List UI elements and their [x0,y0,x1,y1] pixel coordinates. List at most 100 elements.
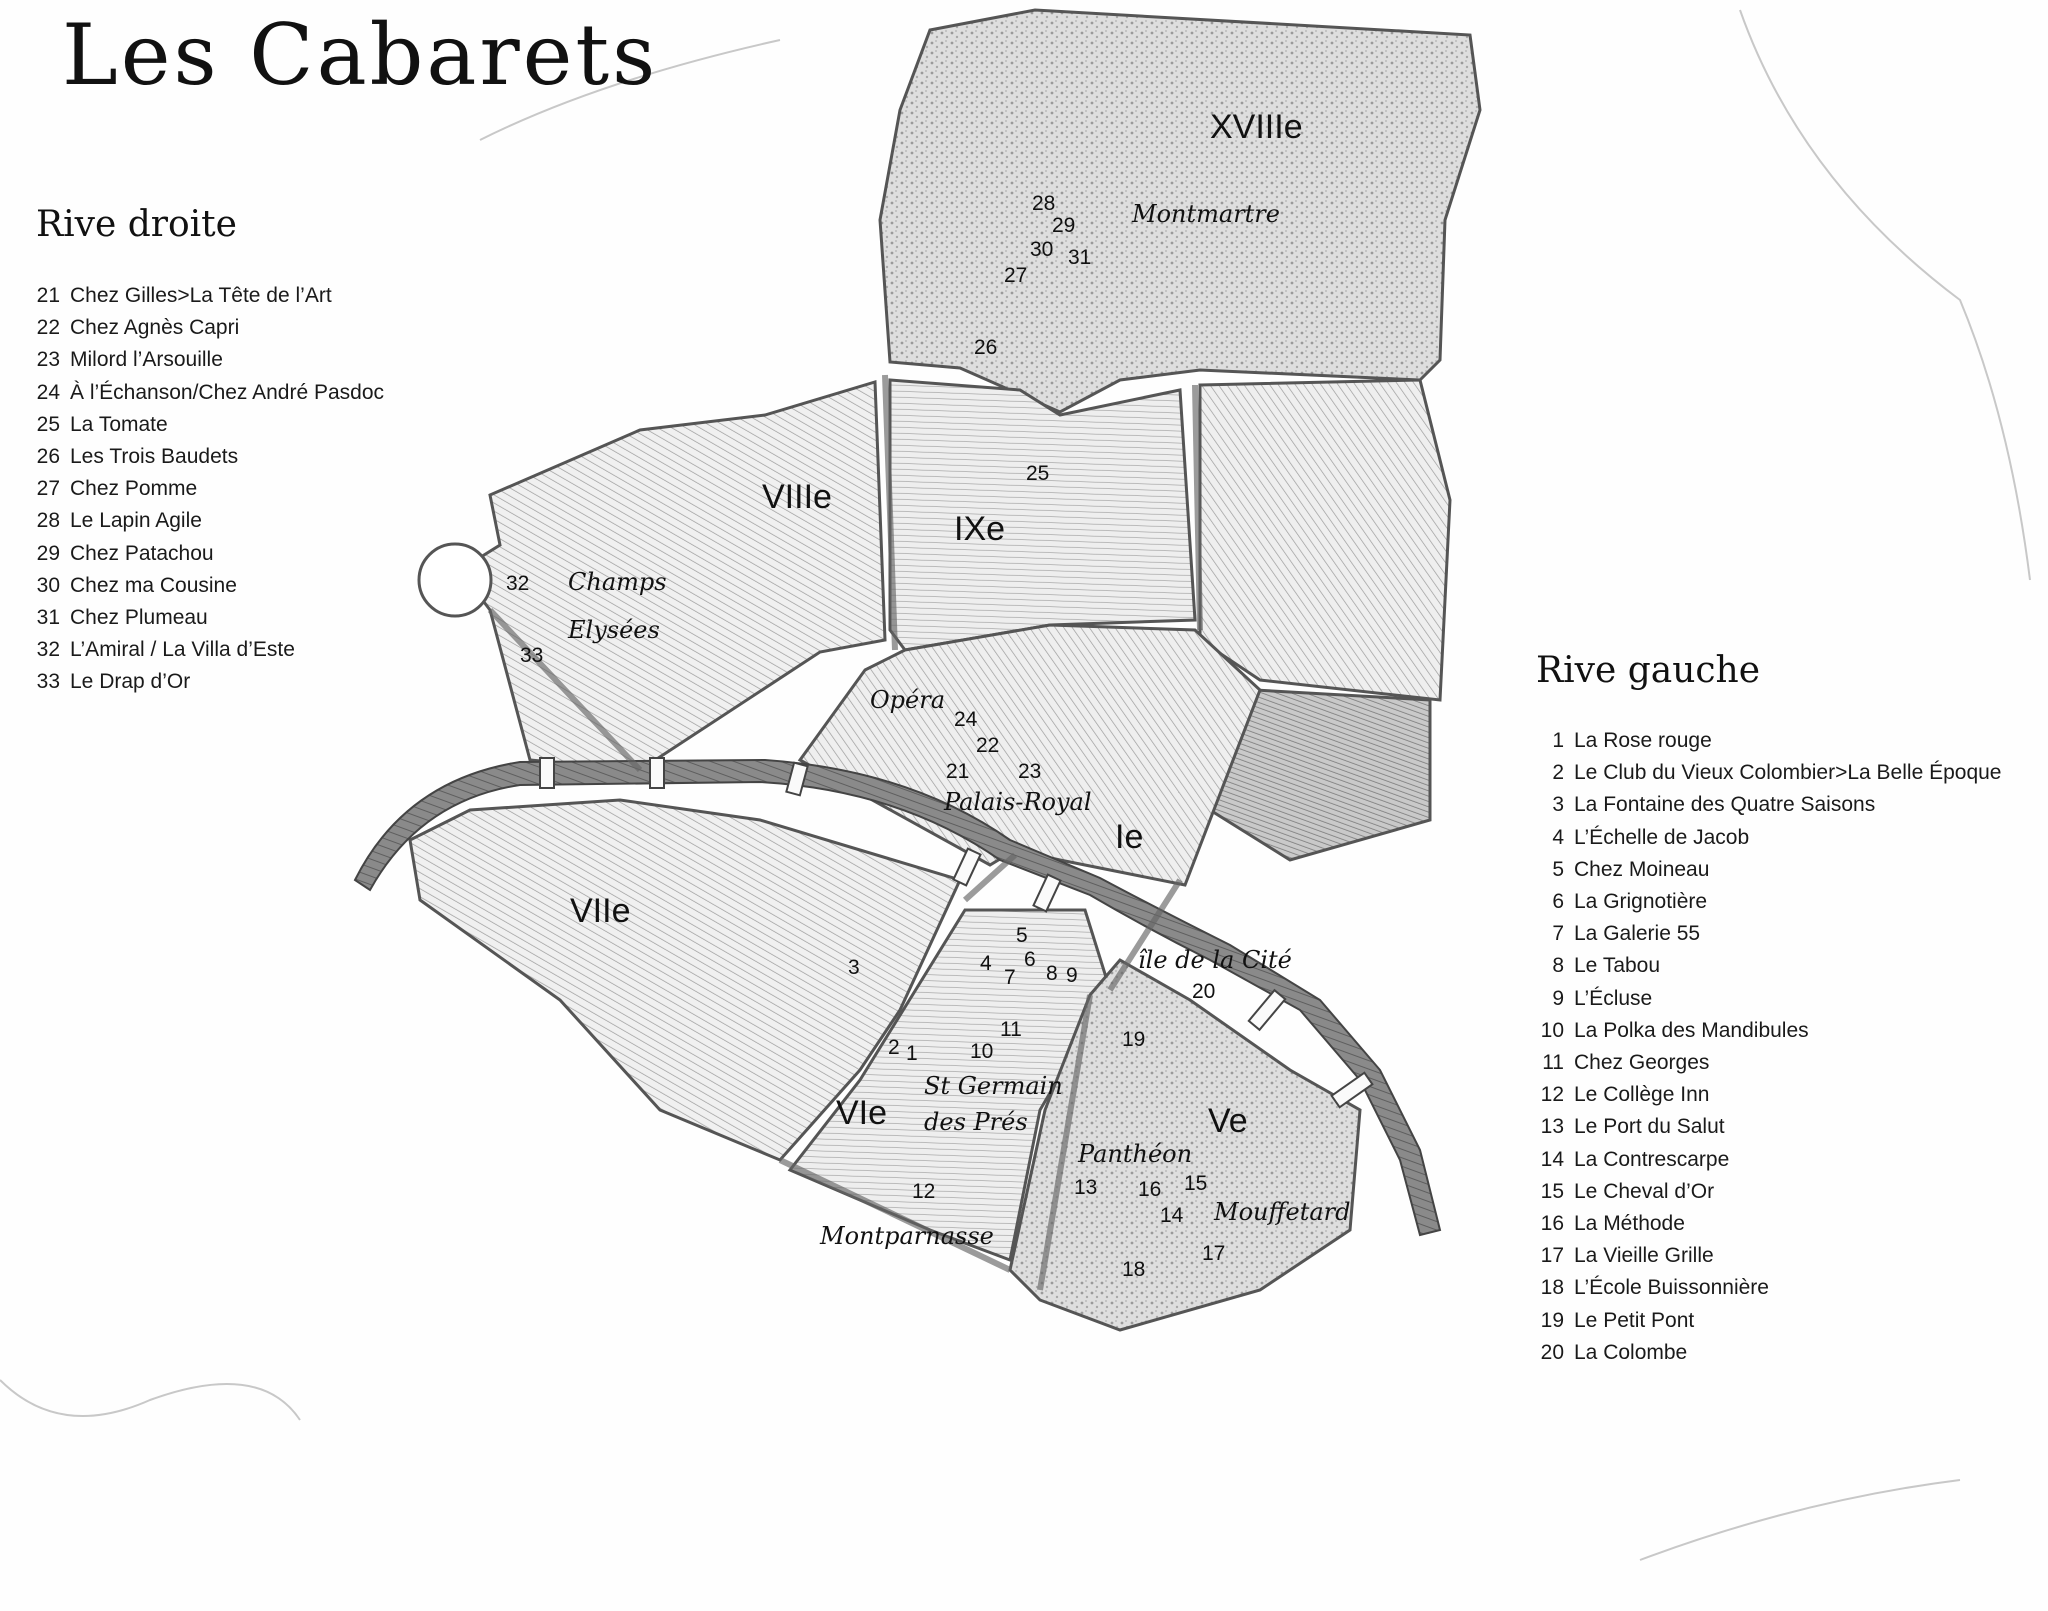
legend-item-name: Le Collège Inn [1574,1083,1710,1107]
arr-v-label: Ve [1208,1102,1248,1140]
legend-item-name: La Contrescarpe [1574,1147,1730,1171]
place-elysees: Elysées [567,616,660,644]
legend-item-name: Le Lapin Agile [70,509,202,533]
arr-ix-label: IXe [954,510,1005,548]
arr-vii-label: VIIe [570,892,630,930]
district-v [1008,958,1362,1332]
legend-item: 22 Chez Agnès Capri [34,312,384,344]
legend-item-name: Le Port du Salut [1574,1115,1725,1139]
marker-3: 3 [848,956,860,979]
marker-11: 11 [1000,1018,1022,1041]
legend-item-name: La Rose rouge [1574,729,1712,752]
legend-item-name: L’Échelle de Jacob [1574,825,1750,849]
arr-i-label: Ie [1115,818,1143,856]
district-vii [408,798,963,1162]
legend-item-number: 18 [1540,1276,1564,1300]
marker-26: 26 [974,336,997,359]
legend-item-number: 8 [1552,954,1564,978]
rive-gauche-heading: Rive gauche [1536,650,1761,691]
legend-item-name: La Vieille Grille [1574,1244,1714,1268]
marker-14: 14 [1160,1204,1184,1227]
district-xviii [878,8,1482,414]
legend-item-name: Chez Plumeau [70,606,208,630]
marker-19: 19 [1122,1028,1145,1051]
bridges [539,757,1374,1109]
sketch-marks [0,9,2031,1561]
marker-12: 12 [912,1180,935,1203]
marker-5: 5 [1016,924,1028,947]
legend-item-name: La Méthode [1574,1212,1685,1236]
marker-25: 25 [1026,462,1049,485]
legend-item-number: 12 [1540,1083,1564,1107]
legend-item-name: Le Cheval d’Or [1574,1179,1715,1203]
legend-item: 20 La Colombe [1536,1337,2002,1369]
district-x [1198,378,1452,702]
legend-item-name: Le Petit Pont [1574,1308,1695,1332]
marker-4: 4 [980,952,992,975]
marker-20: 20 [1192,980,1215,1003]
legend-item-name: Chez Agnès Capri [70,316,240,340]
legend-item-number: 9 [1552,986,1564,1010]
legend-item-number: 11 [1542,1051,1564,1075]
place-pantheon: Panthéon [1077,1140,1192,1168]
marker-6: 6 [1024,948,1036,971]
legend-item: 24 À l’Échanson/Chez André Pasdoc [34,377,384,409]
legend-item-name: Chez Pomme [70,477,198,501]
legend-item-number: 20 [1540,1340,1564,1364]
place-st-germain: St Germain [924,1072,1063,1100]
district-vi [787,908,1112,1263]
legend-item-name: Les Trois Baudets [70,445,239,469]
marker-32: 32 [506,572,529,595]
legend-item-number: 25 [36,412,60,436]
marker-7: 7 [1004,966,1016,989]
legend-item-number: 24 [36,380,60,404]
legend-item-number: 3 [1552,793,1564,817]
legend-item-number: 1 [1552,729,1564,752]
legend-item-name: L’Écluse [1574,986,1653,1010]
legend-item-number: 22 [36,316,60,340]
legend-item-name: Milord l’Arsouille [70,348,223,372]
legend-item: 11 Chez Georges [1536,1047,2002,1079]
marker-18: 18 [1122,1258,1145,1281]
legend-item: 3 La Fontaine des Quatre Saisons [1536,789,2002,821]
legend-item-name: La Colombe [1574,1340,1688,1364]
marker-33: 33 [520,644,543,667]
marker-31: 31 [1068,246,1091,269]
legend-item-number: 2 [1552,761,1564,785]
district-ix [888,378,1197,652]
page-title: Les Cabarets [62,6,659,104]
marker-24: 24 [954,708,978,731]
legend-item-name: La Fontaine des Quatre Saisons [1574,793,1876,817]
legend-item-number: 21 [36,284,60,307]
marker-9: 9 [1066,964,1078,987]
legend-item-name: L’Amiral / La Villa d’Este [70,638,295,662]
arr-vi-label: VIe [836,1094,887,1132]
place-mouffetard: Mouffetard [1213,1198,1350,1226]
marker-21: 21 [946,760,969,783]
legend-item-number: 33 [36,670,60,694]
legend-item-name: À l’Échanson/Chez André Pasdoc [70,380,385,404]
marker-22: 22 [976,734,999,757]
legend-item-name: Chez Georges [1574,1051,1710,1075]
legend-item-name: La Galerie 55 [1574,922,1701,946]
